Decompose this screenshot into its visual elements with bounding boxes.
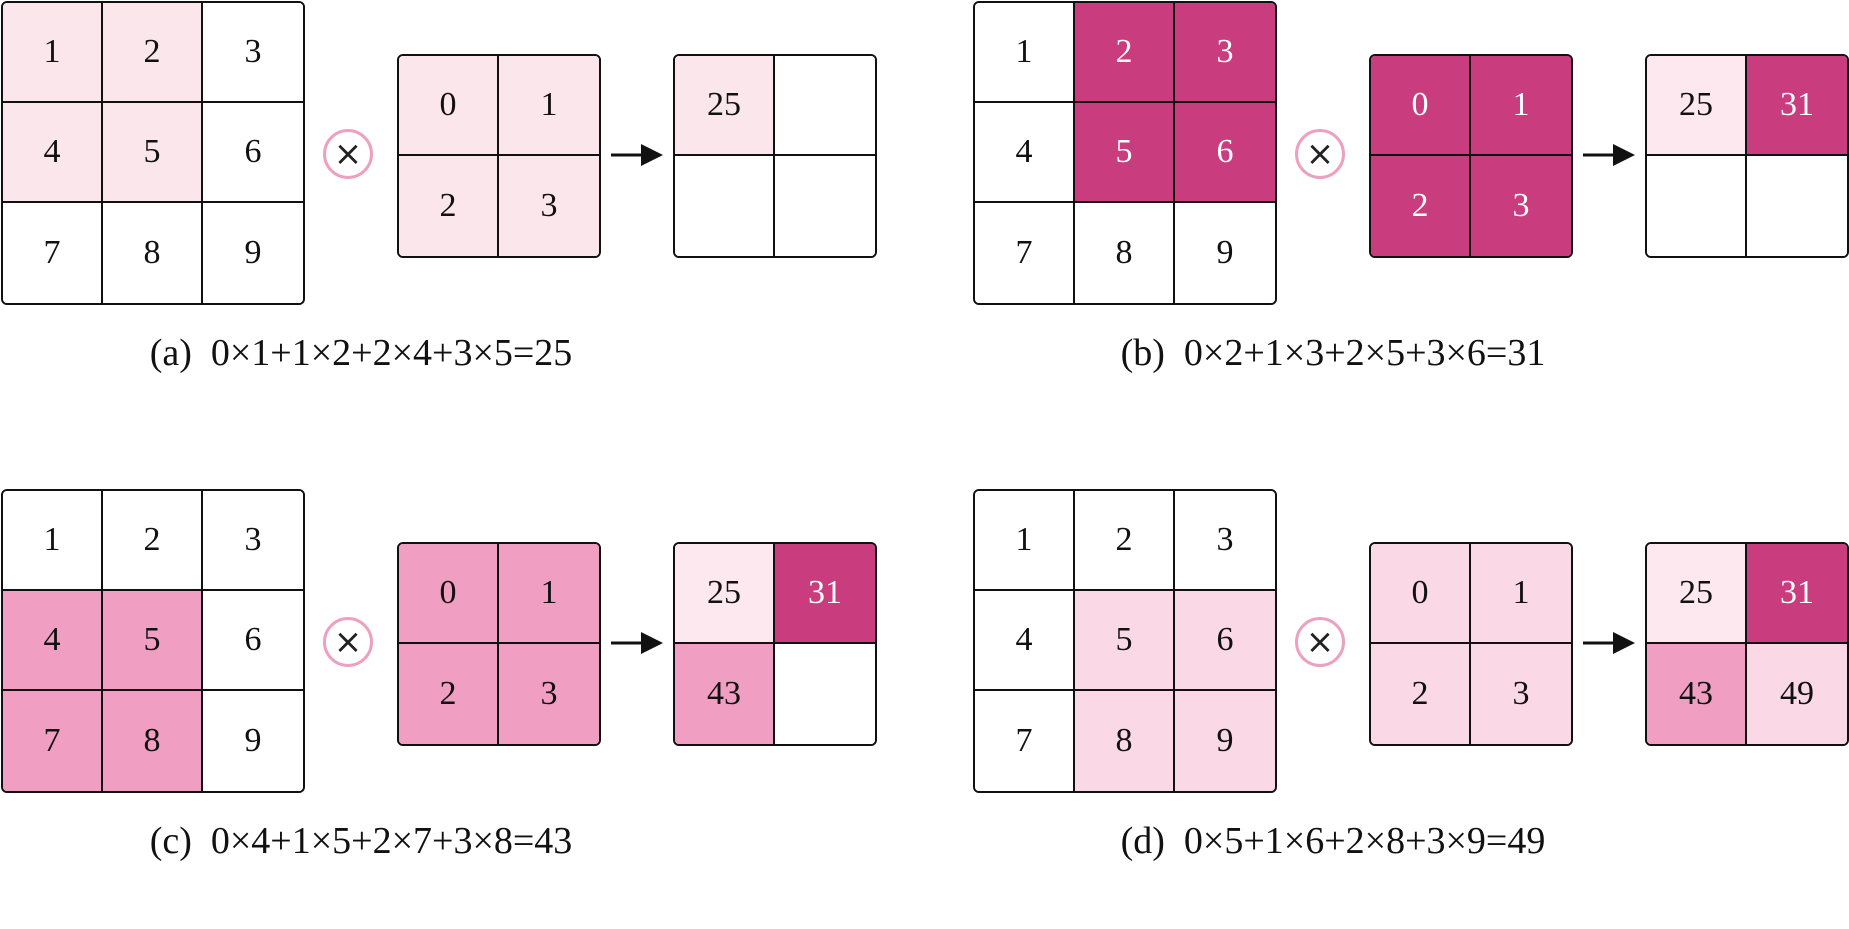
multiply-operator-icon: ×: [323, 129, 373, 179]
matrix-cell: 1: [3, 491, 103, 591]
matrix-cell: 2: [103, 491, 203, 591]
matrix-cell: 1: [975, 491, 1075, 591]
matrix-cell: 1: [3, 3, 103, 103]
matrix-cell: 7: [975, 691, 1075, 791]
matrix-cell: 2: [1371, 644, 1471, 744]
matrix-cell: 25: [675, 544, 775, 644]
matrix-cell: [775, 56, 875, 156]
matrix-cell: 2: [103, 3, 203, 103]
matrix-cell: 3: [1175, 3, 1275, 103]
matrix-cell: 31: [775, 544, 875, 644]
matrix-cell: 1: [499, 56, 599, 156]
matrix-cell: 6: [1175, 591, 1275, 691]
matrix-cell: [775, 156, 875, 256]
matrix-cell: 49: [1747, 644, 1847, 744]
matrix-cell: 0: [399, 56, 499, 156]
matrix-cell: 2: [1371, 156, 1471, 256]
matrix-cell: 1: [499, 544, 599, 644]
multiply-operator-icon: ×: [1295, 129, 1345, 179]
matrix-cell: [675, 156, 775, 256]
matrix-cell: 5: [103, 103, 203, 203]
matrix-cell: 25: [1647, 56, 1747, 156]
matrix-cell: 4: [975, 591, 1075, 691]
arrow-right-icon: [611, 144, 663, 166]
matrix-cell: 7: [3, 203, 103, 303]
matrix-cell: 3: [499, 156, 599, 256]
matrix-cell: 4: [3, 103, 103, 203]
matrix-cell: 1: [1471, 56, 1571, 156]
multiply-operator-icon: ×: [323, 617, 373, 667]
multiply-operator-icon: ×: [1295, 617, 1345, 667]
matrix-cell: [1647, 156, 1747, 256]
matrix-cell: 43: [1647, 644, 1747, 744]
matrix-cell: 6: [1175, 103, 1275, 203]
matrix-cell: 31: [1747, 544, 1847, 644]
matrix-cell: 0: [1371, 56, 1471, 156]
matrix-cell: 4: [975, 103, 1075, 203]
caption: (c) 0×4+1×5+2×7+3×8=43: [149, 820, 573, 862]
arrow-right-icon: [611, 632, 663, 654]
matrix-cell: 2: [399, 644, 499, 744]
matrix-cell: 6: [203, 103, 303, 203]
matrix-cell: 6: [203, 591, 303, 691]
matrix-cell: 0: [1371, 544, 1471, 644]
matrix-cell: 5: [1075, 591, 1175, 691]
matrix-cell: 3: [1471, 644, 1571, 744]
matrix-cell: 8: [103, 691, 203, 791]
matrix-cell: 9: [1175, 691, 1275, 791]
caption: (b) 0×2+1×3+2×5+3×6=31: [1120, 332, 1546, 374]
matrix-cell: 1: [975, 3, 1075, 103]
matrix-cell: 25: [1647, 544, 1747, 644]
matrix-cell: 9: [203, 691, 303, 791]
matrix-cell: 0: [399, 544, 499, 644]
matrix-cell: 43: [675, 644, 775, 744]
caption: (d) 0×5+1×6+2×8+3×9=49: [1120, 820, 1546, 862]
matrix-cell: 3: [203, 3, 303, 103]
matrix-cell: 2: [1075, 491, 1175, 591]
matrix-cell: 8: [1075, 203, 1175, 303]
matrix-cell: 1: [1471, 544, 1571, 644]
matrix-cell: 5: [103, 591, 203, 691]
matrix-cell: 2: [399, 156, 499, 256]
matrix-cell: 7: [3, 691, 103, 791]
matrix-cell: 9: [203, 203, 303, 303]
arrow-right-icon: [1583, 144, 1635, 166]
matrix-cell: 3: [499, 644, 599, 744]
arrow-right-icon: [1583, 632, 1635, 654]
matrix-cell: 7: [975, 203, 1075, 303]
matrix-cell: 25: [675, 56, 775, 156]
matrix-cell: 8: [103, 203, 203, 303]
matrix-cell: 4: [3, 591, 103, 691]
matrix-cell: 5: [1075, 103, 1175, 203]
matrix-cell: 31: [1747, 56, 1847, 156]
matrix-cell: 3: [203, 491, 303, 591]
output-matrix: 25: [673, 54, 877, 258]
matrix-cell: [1747, 156, 1847, 256]
matrix-cell: 3: [1175, 491, 1275, 591]
caption: (a) 0×1+1×2+2×4+3×5=25: [149, 332, 573, 374]
matrix-cell: 8: [1075, 691, 1175, 791]
matrix-cell: 3: [1471, 156, 1571, 256]
matrix-cell: 2: [1075, 3, 1175, 103]
matrix-cell: 9: [1175, 203, 1275, 303]
matrix-cell: [775, 644, 875, 744]
